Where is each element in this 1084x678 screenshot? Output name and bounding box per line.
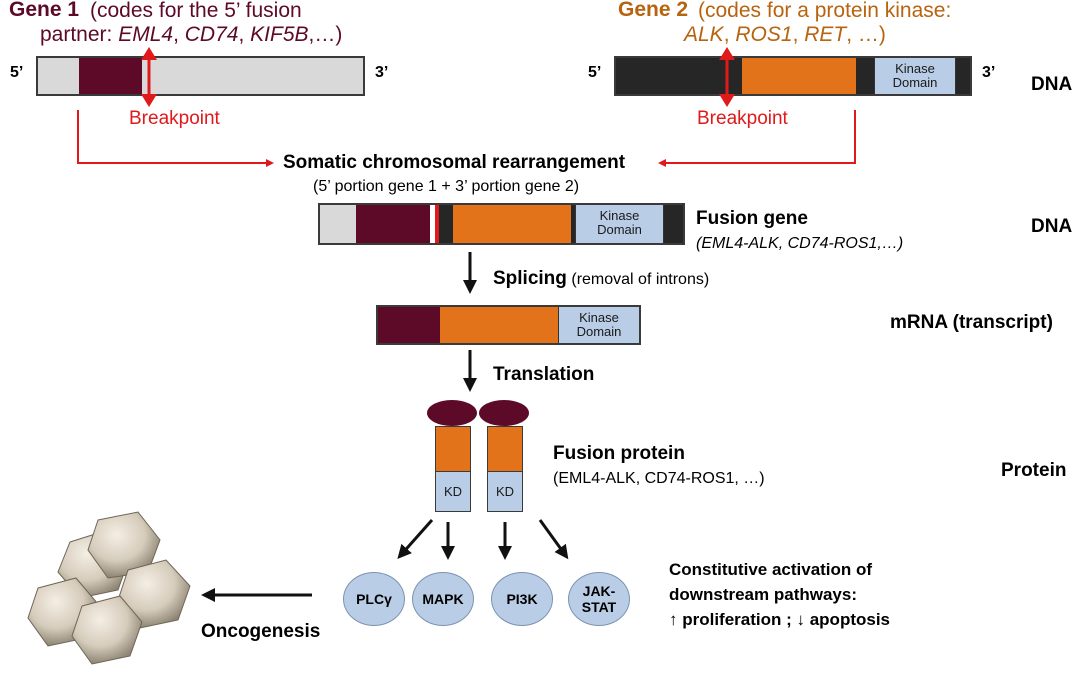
fusion-gene-junction-white <box>430 205 435 243</box>
gene1-5prime-segment <box>79 58 142 94</box>
gene2-to-rearrangement-arrow <box>658 110 856 167</box>
pathway-node-jak-stat: JAK-STAT <box>568 572 630 626</box>
oncogenesis-label: Oncogenesis <box>201 621 321 642</box>
fusion-gene-kinase-domain: Kinase Domain <box>575 205 664 243</box>
fusion-protein-left-kd: KD <box>443 484 463 499</box>
gene2-five-prime: 5’ <box>588 64 602 81</box>
gene2-example-ros1: ROS1 <box>735 23 793 46</box>
pathway-node-plcg: PLCγ <box>343 572 405 626</box>
fusion-gene-title: Fusion gene <box>696 208 808 229</box>
gene1-title: Gene 1 <box>9 0 80 21</box>
gene2-title: Gene 2 <box>618 0 689 21</box>
rearrangement-subtitle: (5’ portion gene 1 + 3’ portion gene 2) <box>313 178 580 195</box>
fusion-gene-maroon-segment <box>356 205 430 243</box>
gene1-three-prime: 3’ <box>375 64 389 81</box>
fusion-gene-junction-red <box>435 205 439 243</box>
fusion-protein-right-body: KD <box>487 426 523 512</box>
gene2-example-ret: RET <box>804 23 847 46</box>
fusion-protein-title: Fusion protein <box>553 443 685 464</box>
gene2-three-prime: 3’ <box>982 64 996 81</box>
gene1-example-cd74: CD74 <box>184 23 239 46</box>
arrow-to-jak-stat <box>538 519 569 560</box>
fusion-protein-right-head <box>479 400 529 426</box>
gene1-example-kif5b: KIF5B <box>250 23 309 46</box>
gene1-suffix: ,…) <box>308 23 343 46</box>
gene1-five-prime: 5’ <box>10 64 24 81</box>
mrna-kinase-text: Kinase Domain <box>576 310 622 339</box>
fusion-gene-kinase-text: Kinase Domain <box>597 208 642 237</box>
activation-line3: ↑ proliferation ; ↓ apoptosis <box>669 610 891 629</box>
gene1-description-line1: (codes for the 5’ fusion <box>90 0 302 22</box>
mrna-kinase-domain: Kinase Domain <box>558 307 639 343</box>
gene2-example-alk: ALK <box>684 23 724 46</box>
gene2-orange-segment <box>742 58 856 94</box>
gene2-suffix: , …) <box>846 23 886 46</box>
splicing-label-bold: Splicing <box>493 268 567 289</box>
level-label-dna-top: DNA <box>1031 74 1073 95</box>
level-label-mrna: mRNA (transcript) <box>890 312 1053 333</box>
gene1-to-rearrangement-arrow <box>77 110 274 167</box>
fusion-protein-left-body: KD <box>435 426 471 512</box>
gene2-breakpoint-label: Breakpoint <box>697 108 788 129</box>
gene1-sep2: , <box>238 23 245 46</box>
activation-line2: downstream pathways: <box>669 585 857 604</box>
gene1-breakpoint-label: Breakpoint <box>129 108 220 129</box>
gene1-example-eml4: EML4 <box>118 23 174 46</box>
pathway-node-mapk: MAPK <box>412 572 474 626</box>
gene1-sep1: , <box>173 23 179 46</box>
tumor-cell-cluster-icon <box>27 511 191 665</box>
splicing-label: Splicing (removal of introns) <box>493 268 709 290</box>
mrna-bar: Kinase Domain <box>376 305 641 345</box>
gene1-dna-bar <box>36 56 365 96</box>
fusion-gene-gray-segment <box>320 205 356 243</box>
fusion-protein-left-head <box>427 400 477 426</box>
gene2-breakpoint-arrow <box>719 47 735 107</box>
gene2-kinase-domain: Kinase Domain <box>874 58 956 94</box>
gene2-kinase-domain-text: Kinase Domain <box>892 61 938 90</box>
splicing-label-rest: (removal of introns) <box>571 271 710 288</box>
mrna-maroon-segment <box>378 307 440 343</box>
gene1-description-line2: partner: EML4, CD74, KIF5B,…) <box>40 23 342 47</box>
gene1-breakpoint-arrow <box>141 47 157 107</box>
arrow-to-plcg <box>397 519 434 559</box>
gene2-description-line2: ALK, ROS1, RET, …) <box>684 23 886 46</box>
gene1-partner-label: partner: <box>40 23 113 46</box>
fusion-gene-orange-segment <box>453 205 571 243</box>
pathway-node-pi3k: PI3K <box>491 572 553 626</box>
translation-label: Translation <box>493 364 595 385</box>
gene2-dna-bar: Kinase Domain <box>614 56 972 96</box>
level-label-protein: Protein <box>1001 460 1067 481</box>
fusion-protein-right-kd: KD <box>495 484 515 499</box>
fusion-protein-examples: (EML4-ALK, CD74-ROS1, …) <box>553 470 765 487</box>
fusion-gene-bar: Kinase Domain <box>318 203 685 245</box>
activation-line1: Constitutive activation of <box>669 560 873 579</box>
rearrangement-title: Somatic chromosomal rearrangement <box>283 152 626 173</box>
fusion-gene-examples: (EML4-ALK, CD74-ROS1,…) <box>696 235 904 252</box>
level-label-dna-fusion: DNA <box>1031 216 1073 237</box>
gene2-description-line1: (codes for a protein kinase: <box>698 0 952 22</box>
